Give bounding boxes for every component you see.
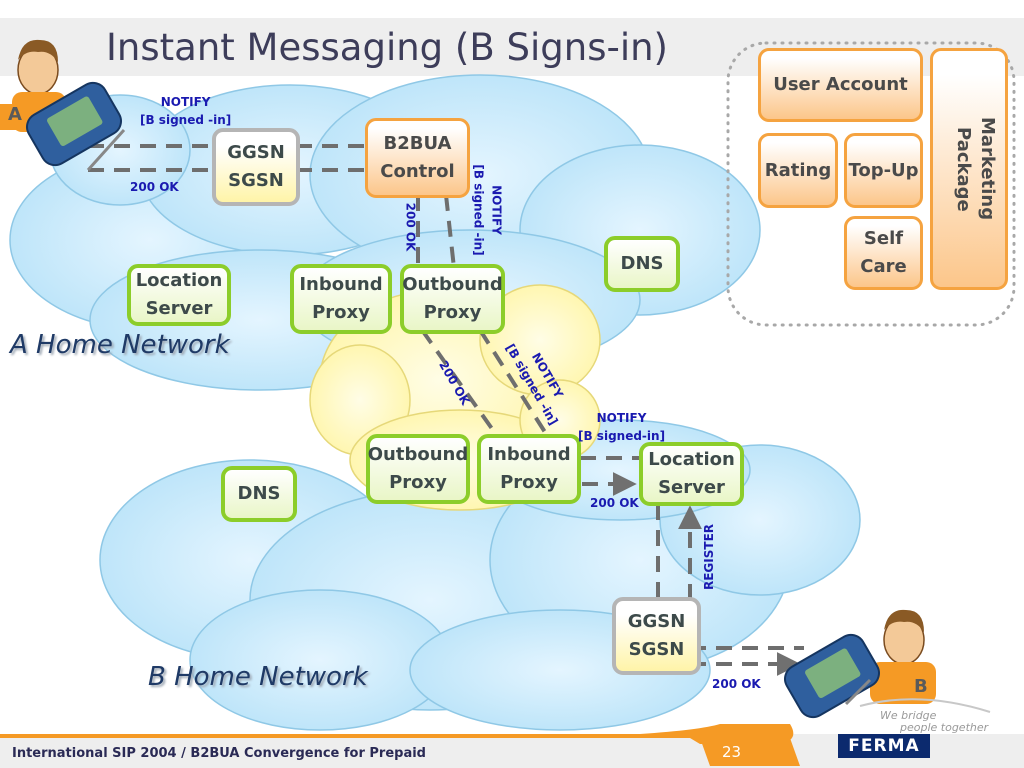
- dns-b-node: DNS: [221, 466, 297, 522]
- ferma-logo: FERMA: [838, 734, 930, 758]
- outbound-a-line2: Proxy: [423, 302, 482, 323]
- a-home-network-label: A Home Network: [10, 330, 230, 360]
- notify-a-line1: NOTIFY: [160, 95, 211, 109]
- b-home-network-label: B Home Network: [148, 662, 368, 692]
- sgsn-a-label: SGSN: [228, 170, 284, 191]
- topup-box: Top-Up: [844, 133, 923, 208]
- page-number-tab: [700, 738, 800, 766]
- notify-a-line2: [B signed -in]: [140, 113, 232, 127]
- notify-vertical-label: NOTIFY [B signed -in]: [470, 164, 506, 255]
- notify-b-line1: NOTIFY: [596, 411, 647, 425]
- slide-title: Instant Messaging (B Signs-in): [106, 26, 668, 69]
- outbound-proxy-b-node: Outbound Proxy: [366, 434, 470, 504]
- footer-text: International SIP 2004 / B2BUA Convergen…: [12, 746, 426, 761]
- user-a-pda: [26, 81, 126, 172]
- location-server-a-node: Location Server: [127, 264, 231, 326]
- self-care-line1: Self: [863, 228, 904, 249]
- inbound-proxy-b-node: Inbound Proxy: [477, 434, 581, 504]
- slogan-line1: We bridge: [880, 709, 937, 722]
- outbound-b-line2: Proxy: [389, 472, 447, 493]
- location-b-line1: Location: [648, 449, 735, 470]
- slogan-swoosh: [859, 698, 991, 713]
- ok-b2-label: 200 OK: [712, 677, 761, 691]
- notify-a-label: NOTIFY [B signed -in]: [140, 93, 231, 129]
- ggsn-sgsn-b-node: GGSN SGSN: [612, 597, 701, 675]
- dns-b-label: DNS: [237, 483, 281, 504]
- self-care-line2: Care: [860, 256, 907, 277]
- notify-vertical-line2: [B signed -in]: [471, 164, 486, 256]
- dns-a-node: DNS: [604, 236, 680, 292]
- slogan: We bridge people together: [880, 710, 988, 734]
- inbound-a-line2: Proxy: [312, 302, 370, 323]
- location-server-b-node: Location Server: [639, 442, 744, 506]
- slogan-line2: people together: [900, 721, 989, 734]
- ggsn-b-label: GGSN: [627, 611, 686, 632]
- user-account-label: User Account: [773, 74, 908, 95]
- rating-box: Rating: [758, 133, 838, 208]
- inbound-a-line1: Inbound: [299, 274, 383, 295]
- register-label: REGISTER: [702, 523, 717, 591]
- user-account-box: User Account: [758, 48, 923, 122]
- notify-b-line2: [B signed-in]: [578, 429, 666, 443]
- outbound-proxy-a-node: Outbound Proxy: [400, 264, 505, 334]
- user-b-pda: [784, 633, 880, 719]
- location-a-line1: Location: [135, 270, 223, 291]
- ok-a-label: 200 OK: [130, 180, 179, 194]
- page-number: 23: [722, 743, 742, 761]
- notify-b-label: NOTIFY [B signed-in]: [578, 409, 665, 445]
- b2bua-label: B2BUA: [383, 133, 452, 154]
- notify-vertical-line1: NOTIFY: [489, 185, 504, 235]
- ggsn-a-label: GGSN: [227, 142, 285, 163]
- outbound-a-line1: Outbound: [402, 274, 503, 295]
- ok-vertical-label: 200 OK: [403, 202, 418, 252]
- user-b-badge: B: [914, 676, 928, 697]
- topup-label: Top-Up: [848, 159, 919, 181]
- outbound-b-line1: Outbound: [367, 444, 469, 465]
- inbound-b-line2: Proxy: [500, 472, 558, 493]
- location-b-line2: Server: [658, 477, 725, 498]
- marketing-package-label: Marketing Package: [953, 117, 998, 221]
- ok-b-label: 200 OK: [590, 496, 639, 510]
- rating-label: Rating: [764, 159, 832, 181]
- dns-a-label: DNS: [620, 253, 664, 274]
- b2bua-control-node: B2BUA Control: [365, 118, 470, 198]
- location-a-line2: Server: [145, 298, 213, 319]
- footer-orange-swoosh: [0, 724, 794, 744]
- sgsn-b-label: SGSN: [628, 639, 685, 660]
- ggsn-sgsn-a-node: GGSN SGSN: [212, 128, 300, 206]
- marketing-package-box: Marketing Package: [930, 48, 1008, 290]
- inbound-proxy-a-node: Inbound Proxy: [290, 264, 392, 334]
- inbound-b-line1: Inbound: [487, 444, 571, 465]
- signaling-arrows: [582, 472, 801, 676]
- services-container: [726, 41, 1016, 327]
- control-label: Control: [380, 161, 455, 182]
- self-care-box: Self Care: [844, 216, 923, 290]
- user-b-figure: [870, 609, 936, 704]
- user-a-badge: A: [8, 104, 22, 125]
